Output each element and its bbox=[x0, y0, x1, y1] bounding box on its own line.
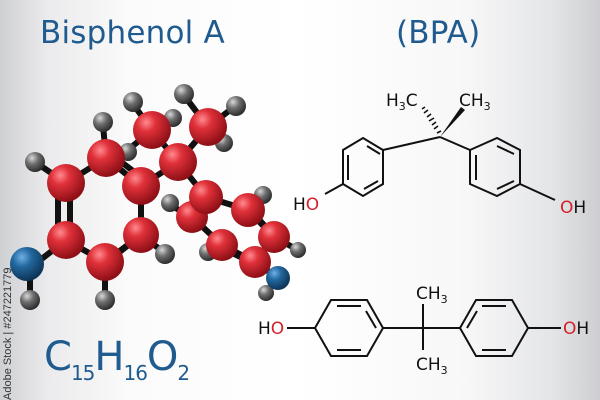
carbon-atom bbox=[258, 221, 290, 253]
hydrogen-atom bbox=[155, 244, 175, 264]
hydrogen-atom bbox=[258, 285, 274, 301]
carbon-atom bbox=[133, 111, 171, 149]
formula-symbol: C bbox=[44, 334, 72, 380]
hydrogen-atom bbox=[290, 242, 306, 258]
carbon-atom bbox=[159, 143, 197, 181]
hydrogen-atom bbox=[95, 290, 115, 310]
stock-watermark: Adobe Stock | #247221779 bbox=[2, 267, 14, 400]
compound-abbreviation-title: (BPA) bbox=[396, 15, 481, 51]
methyl-label-left: H3C bbox=[386, 91, 418, 113]
hashed-bond bbox=[421, 106, 442, 134]
hydrogen-atom bbox=[161, 194, 179, 212]
hydrogen-atom bbox=[25, 152, 45, 172]
carbon-atom bbox=[239, 246, 271, 278]
model-atoms bbox=[10, 84, 306, 310]
hydroxyl-label-left: HO bbox=[293, 195, 319, 215]
formula-count: 16 bbox=[123, 361, 147, 385]
hydroxyl-label-left: HO bbox=[258, 319, 284, 339]
carbon-atom bbox=[206, 229, 238, 261]
hydrogen-atom bbox=[20, 290, 40, 310]
hydrogen-atom bbox=[93, 112, 113, 132]
hydroxyl-label-right: OH bbox=[560, 198, 586, 218]
formula-count: 15 bbox=[70, 361, 95, 385]
carbon-atom bbox=[122, 167, 160, 205]
carbon-atom bbox=[87, 139, 125, 177]
hydroxyl-label-right: OH bbox=[563, 319, 589, 339]
carbon-atom bbox=[189, 108, 227, 146]
carbon-atom bbox=[123, 217, 159, 253]
skeletal-structure-stereo bbox=[324, 107, 556, 201]
molecular-formula: C15H16O2 bbox=[44, 334, 190, 385]
formula-count: 2 bbox=[177, 361, 190, 385]
formula-symbol: H bbox=[94, 334, 124, 380]
compound-name-title: Bisphenol A bbox=[40, 15, 225, 51]
hydrogen-atom bbox=[174, 84, 194, 104]
carbon-atom bbox=[47, 221, 85, 259]
carbon-atom bbox=[47, 164, 85, 202]
formula-symbol: O bbox=[146, 334, 179, 380]
hydrogen-atom bbox=[226, 96, 246, 116]
methyl-label-top: CH3 bbox=[416, 284, 448, 306]
methyl-label-right: CH3 bbox=[459, 91, 491, 113]
hydrogen-atom bbox=[123, 92, 143, 112]
carbon-atom bbox=[86, 243, 124, 281]
methyl-label-bottom: CH3 bbox=[416, 355, 448, 377]
oxygen-atom bbox=[10, 247, 44, 281]
skeletal-structure-planar bbox=[287, 299, 561, 357]
carbon-atom bbox=[189, 180, 223, 214]
oxygen-atom bbox=[266, 266, 290, 290]
carbon-atom bbox=[231, 193, 265, 227]
